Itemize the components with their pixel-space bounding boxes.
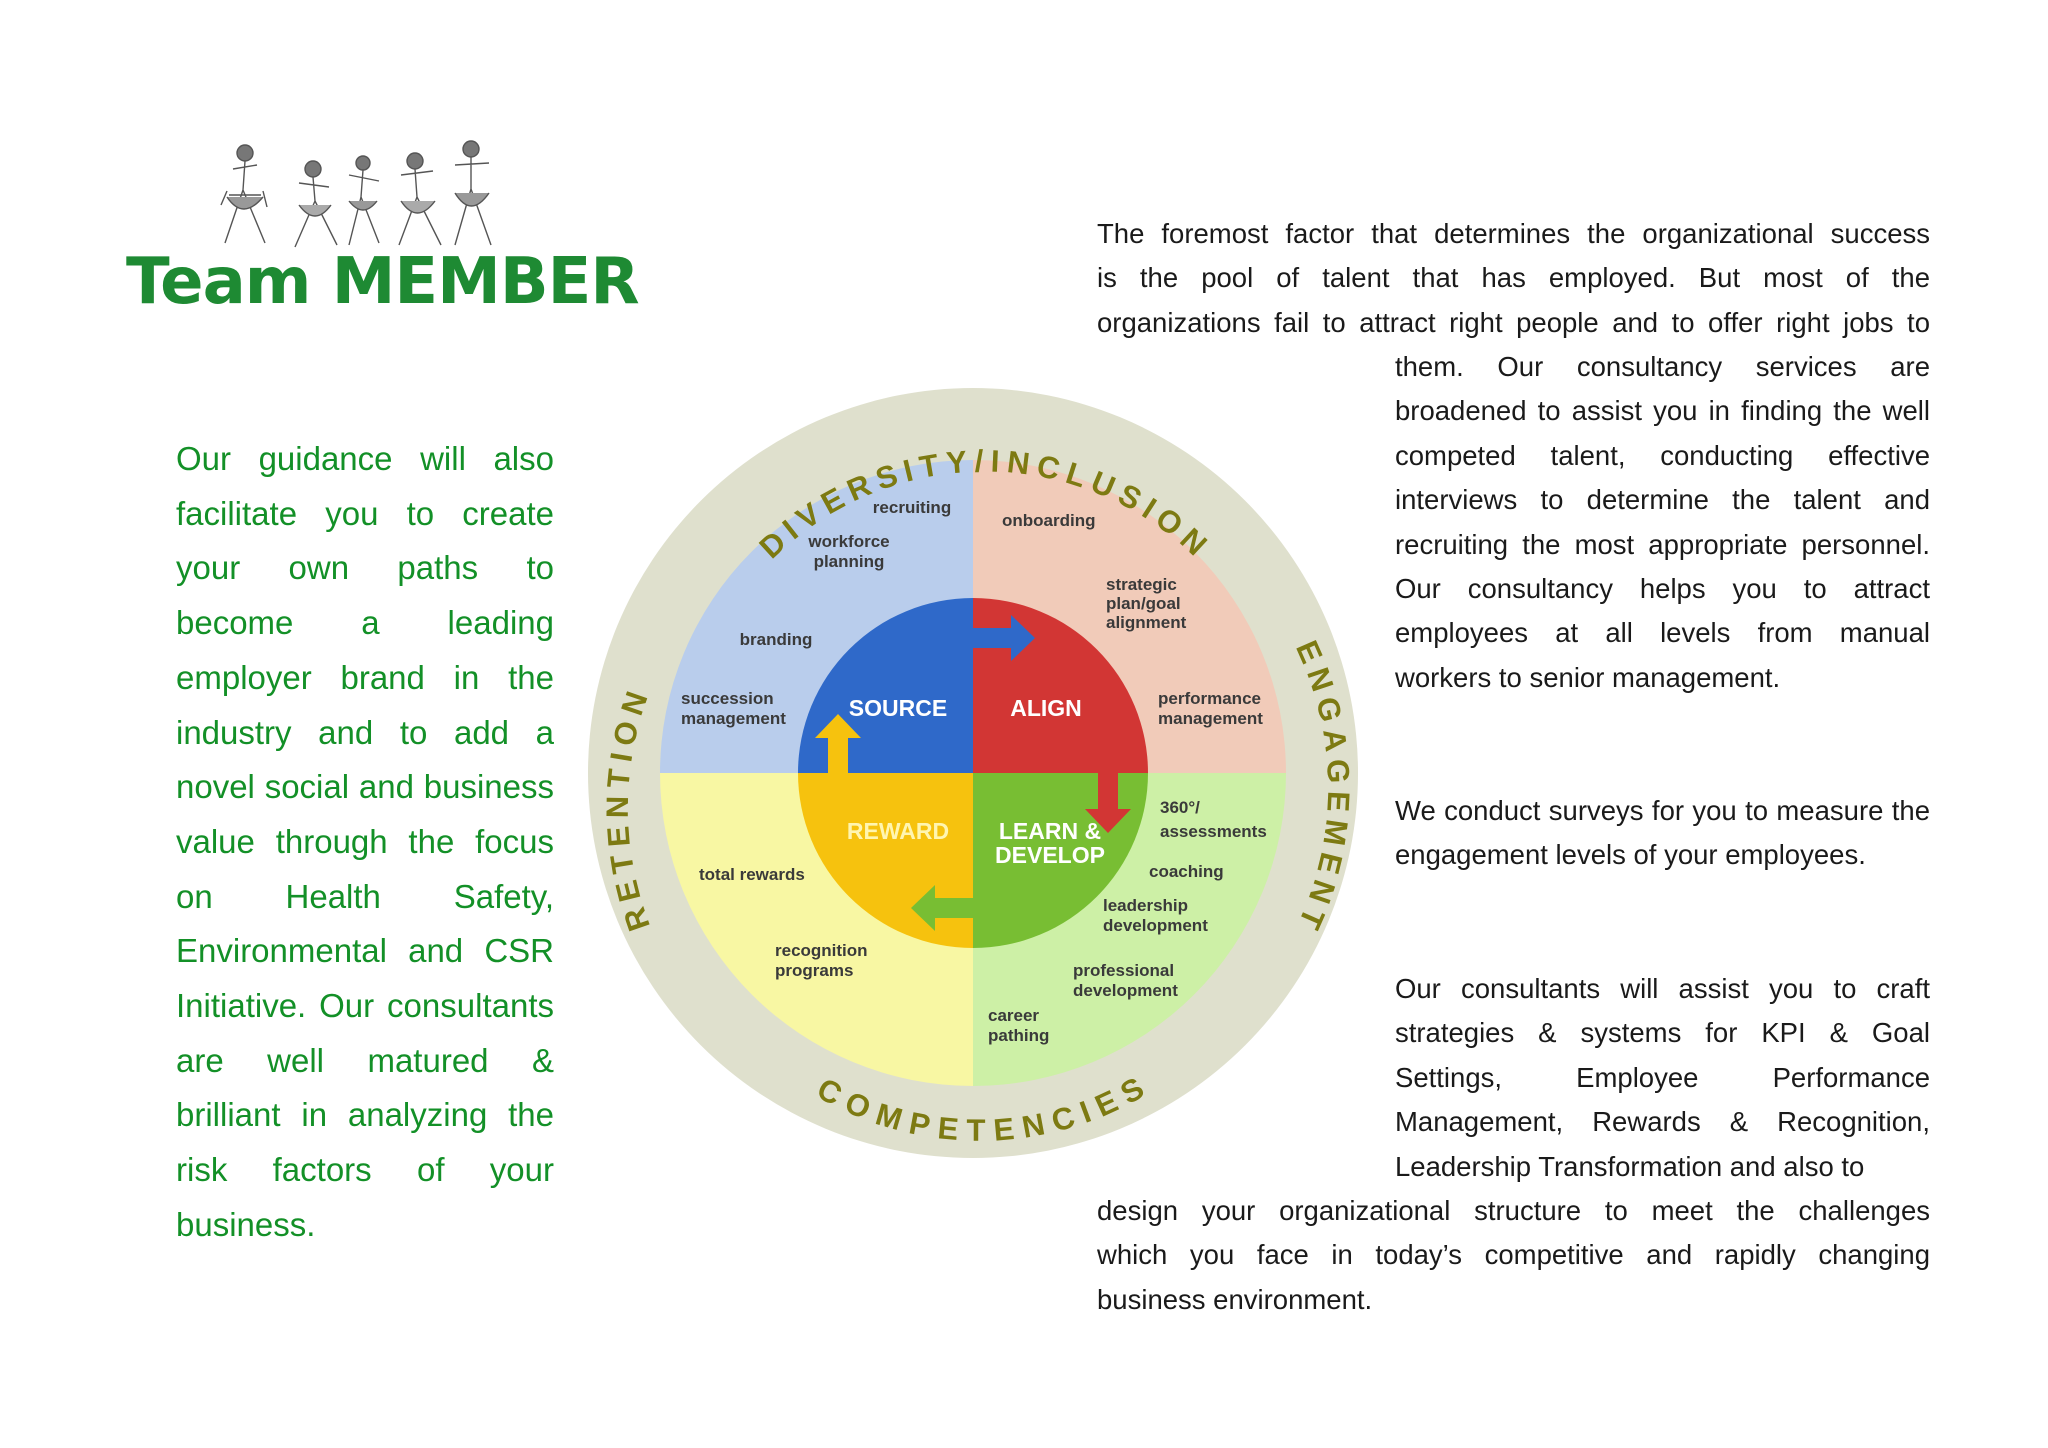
item-performance-2: management xyxy=(1158,709,1263,728)
core-label-source: SOURCE xyxy=(849,695,947,721)
item-professional-2: development xyxy=(1073,981,1178,1000)
item-strategic-3: alignment xyxy=(1106,613,1187,632)
core-label-align: ALIGN xyxy=(1010,695,1082,721)
item-succession-1: succession xyxy=(681,689,774,708)
item-recognition-2: programs xyxy=(775,961,853,980)
page-title: Team MEMBER xyxy=(126,245,640,319)
paragraph-3-lines: design your organizational structure to … xyxy=(1097,1189,1930,1322)
item-career-2: pathing xyxy=(988,1026,1049,1045)
item-workforce-1: workforce xyxy=(807,532,889,551)
arrow-right-icon xyxy=(973,615,1035,661)
text-line: is the pool of talent that has employed.… xyxy=(1097,262,1930,294)
item-strategic-1: strategic xyxy=(1106,575,1177,594)
core-label-learn-1: LEARN & xyxy=(999,818,1101,844)
arrow-down-icon xyxy=(1085,773,1131,833)
text-line: business environment. xyxy=(1097,1283,1373,1315)
dancer-figure xyxy=(398,152,442,246)
item-assess-2: assessments xyxy=(1160,822,1267,841)
dancer-figure xyxy=(220,144,268,244)
paragraph-1-lines: The foremost factor that determines the … xyxy=(1097,212,1930,345)
item-performance-1: performance xyxy=(1158,689,1261,708)
intro-paragraph: Our guidance will also facilitate you to… xyxy=(176,440,554,1243)
item-strategic-2: plan/goal xyxy=(1106,594,1181,613)
item-professional-1: professional xyxy=(1073,961,1174,980)
item-leadership-1: leadership xyxy=(1103,896,1188,915)
text-line: The foremost factor that determines the … xyxy=(1097,218,1930,249)
item-leadership-2: development xyxy=(1103,916,1208,935)
talent-management-wheel: DIVERSITY/INCLUSION COMPETENCIES ENGAGEM… xyxy=(588,388,1358,1158)
core-label-reward: REWARD xyxy=(847,818,949,844)
paragraph-2: We conduct surveys for you to measure th… xyxy=(1395,795,1930,871)
arrow-up-icon xyxy=(815,714,861,773)
item-workforce-2: planning xyxy=(814,552,885,571)
dancer-figure xyxy=(348,155,380,246)
item-recruiting: recruiting xyxy=(873,498,951,517)
text-line: which you face in today’s competitive an… xyxy=(1097,1239,1930,1271)
item-branding: branding xyxy=(740,630,813,649)
core-label-learn-2: DEVELOP xyxy=(995,842,1105,868)
item-recognition-1: recognition xyxy=(775,941,868,960)
dancer-figure xyxy=(294,160,338,248)
dancer-figure xyxy=(454,140,492,246)
text-line: organizations fail to attract right peop… xyxy=(1097,306,1930,338)
item-assess-1: 360°/ xyxy=(1160,798,1200,817)
paragraph-1-continued: them. Our consultancy services are broad… xyxy=(1395,351,1930,693)
dancers-illustration xyxy=(220,140,492,248)
item-onboarding: onboarding xyxy=(1002,511,1095,530)
item-career-1: career xyxy=(988,1006,1039,1025)
arrow-left-icon xyxy=(911,885,973,931)
item-coaching: coaching xyxy=(1149,862,1224,881)
text-line: design your organizational structure to … xyxy=(1097,1195,1930,1226)
paragraph-3: Our consultants will assist you to craft… xyxy=(1395,973,1930,1182)
item-succession-2: management xyxy=(681,709,786,728)
item-total-rewards: total rewards xyxy=(699,865,805,884)
